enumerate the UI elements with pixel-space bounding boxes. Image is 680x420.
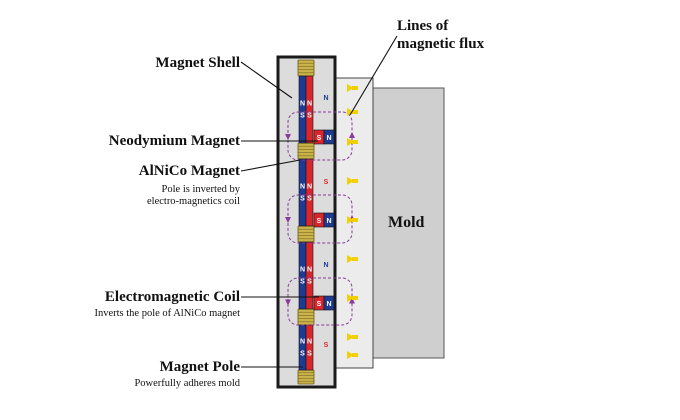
label-magnet-shell: Magnet Shell bbox=[155, 55, 240, 72]
attraction-arrow bbox=[347, 138, 354, 146]
neodymium-n-glyph: N bbox=[326, 135, 331, 142]
label-coil-title: Electromagnetic Coil bbox=[104, 289, 240, 305]
attraction-arrow-tail bbox=[352, 296, 358, 300]
neodymium-n-glyph: N bbox=[326, 218, 331, 225]
attraction-arrow-tail bbox=[352, 353, 358, 357]
alnico-south-half bbox=[305, 158, 314, 227]
alnico-n-glyph: N bbox=[300, 101, 305, 108]
coil-block bbox=[297, 308, 315, 326]
coil-block bbox=[297, 369, 315, 385]
alnico-s-glyph: S bbox=[300, 113, 305, 120]
label-alnico-note1: Pole is inverted by bbox=[161, 184, 240, 196]
alnico-south-half bbox=[305, 241, 314, 310]
label-mold: Mold bbox=[388, 214, 425, 231]
flux-arrow bbox=[349, 132, 355, 138]
neodymium-s-glyph: S bbox=[317, 218, 322, 225]
flux-arrow bbox=[285, 299, 291, 306]
leader-line bbox=[349, 35, 398, 116]
attraction-arrow bbox=[347, 216, 354, 224]
label-magnet-pole-note: Powerfully adheres mold bbox=[134, 378, 240, 390]
label-alnico-note2: electro-magnetics coil bbox=[147, 196, 240, 208]
alnico-south-half bbox=[305, 75, 314, 144]
neodymium-s-glyph: S bbox=[317, 301, 322, 308]
neodymium-north-half bbox=[323, 129, 335, 145]
coil-block bbox=[297, 142, 315, 160]
label-lines-of-flux-line1: Lines of bbox=[397, 18, 449, 34]
flux-arrow bbox=[349, 297, 355, 304]
label-magnet-pole: Magnet Pole Powerfully adheres mold bbox=[134, 359, 240, 390]
alnico-n-glyph: N bbox=[307, 267, 312, 274]
alnico-s-glyph: S bbox=[300, 279, 305, 286]
alnico-north-half bbox=[298, 241, 307, 310]
neodymium-n-glyph: N bbox=[326, 301, 331, 308]
attraction-arrow-tail bbox=[352, 110, 358, 114]
coil-block bbox=[297, 225, 315, 243]
leader-line bbox=[240, 61, 293, 99]
attraction-arrow-tail bbox=[352, 140, 358, 144]
alnico-n-glyph: N bbox=[307, 339, 312, 346]
alnico-s-glyph: S bbox=[300, 196, 305, 203]
attraction-arrow bbox=[347, 177, 354, 185]
alnico-s-glyph: S bbox=[300, 351, 305, 358]
label-lines-of-flux: Lines of magnetic flux bbox=[397, 18, 484, 53]
alnico-s-glyph: S bbox=[307, 196, 312, 203]
label-alnico: AlNiCo Magnet Pole is inverted by electr… bbox=[139, 163, 240, 208]
pole-north-glyph: N bbox=[323, 262, 328, 269]
neodymium-north-half bbox=[323, 212, 335, 228]
alnico-n-glyph: N bbox=[307, 101, 312, 108]
label-alnico-title: AlNiCo Magnet bbox=[138, 163, 240, 179]
coil-block bbox=[297, 59, 315, 77]
attraction-arrow-tail bbox=[352, 257, 358, 261]
mold-block bbox=[371, 87, 445, 359]
alnico-north-half bbox=[298, 75, 307, 144]
label-neodymium: Neodymium Magnet bbox=[109, 133, 240, 150]
alnico-s-glyph: S bbox=[307, 113, 312, 120]
attraction-arrow-tail bbox=[352, 179, 358, 183]
flux-arrow bbox=[285, 217, 291, 223]
label-magnet-pole-title: Magnet Pole bbox=[159, 359, 240, 375]
pole-south-glyph: S bbox=[324, 179, 329, 186]
alnico-south-half bbox=[305, 324, 314, 371]
neodymium-s-glyph: S bbox=[317, 135, 322, 142]
alnico-north-half bbox=[298, 324, 307, 371]
pole-south-glyph: S bbox=[324, 342, 329, 349]
label-neodymium-title: Neodymium Magnet bbox=[108, 133, 240, 149]
label-lines-of-flux-line2: magnetic flux bbox=[397, 35, 485, 52]
neodymium-north-half bbox=[323, 295, 335, 311]
attraction-arrow bbox=[347, 84, 354, 92]
alnico-n-glyph: N bbox=[300, 184, 305, 191]
flux-arrow bbox=[285, 134, 291, 140]
label-coil: Electromagnetic Coil Inverts the pole of… bbox=[94, 289, 240, 320]
leader-line bbox=[240, 159, 301, 172]
alnico-n-glyph: N bbox=[307, 184, 312, 191]
attraction-arrow bbox=[347, 333, 354, 341]
alnico-s-glyph: S bbox=[307, 279, 312, 286]
label-magnet-shell-title: Magnet Shell bbox=[155, 55, 240, 71]
attraction-arrow bbox=[347, 255, 354, 263]
front-plate bbox=[334, 77, 374, 369]
label-coil-note: Inverts the pole of AlNiCo magnet bbox=[94, 308, 240, 320]
attraction-arrow-tail bbox=[352, 218, 358, 222]
attraction-arrow bbox=[347, 294, 354, 302]
attraction-arrow-tail bbox=[352, 335, 358, 339]
alnico-north-half bbox=[298, 158, 307, 227]
attraction-arrow bbox=[347, 108, 354, 116]
alnico-n-glyph: N bbox=[300, 339, 305, 346]
attraction-arrow-tail bbox=[352, 86, 358, 90]
alnico-s-glyph: S bbox=[307, 351, 312, 358]
attraction-arrow bbox=[347, 351, 354, 359]
alnico-n-glyph: N bbox=[300, 267, 305, 274]
pole-north-glyph: N bbox=[323, 95, 328, 102]
